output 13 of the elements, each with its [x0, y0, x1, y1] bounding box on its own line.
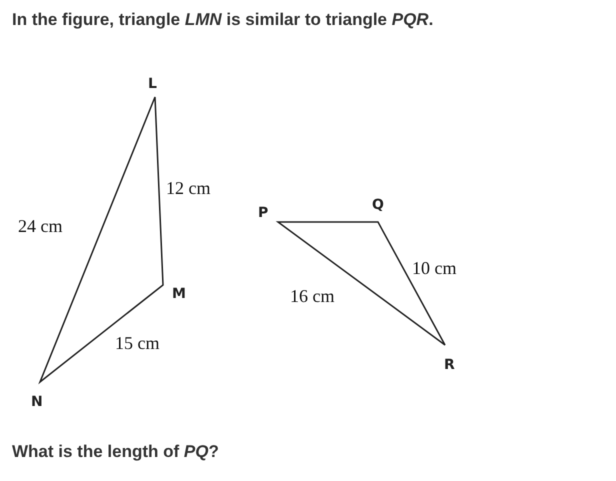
dimension-label: 10 cm [412, 258, 456, 279]
vertex-label: R [444, 357, 455, 373]
dimension-label: 12 cm [166, 178, 210, 199]
vertex-label: P [258, 205, 268, 221]
question-text: In the figure, triangle LMN is similar to triangle PQR. [12, 10, 434, 30]
question-text: What is the length of PQ? [12, 442, 219, 462]
dimension-label: 24 cm [18, 216, 62, 237]
vertex-label: Q [372, 197, 384, 213]
dimension-label: 15 cm [115, 333, 160, 354]
dimension-label: 16 cm [290, 286, 334, 307]
vertex-label: L [148, 76, 157, 92]
vertex-label: N [31, 394, 43, 410]
vertex-label: M [172, 286, 186, 302]
